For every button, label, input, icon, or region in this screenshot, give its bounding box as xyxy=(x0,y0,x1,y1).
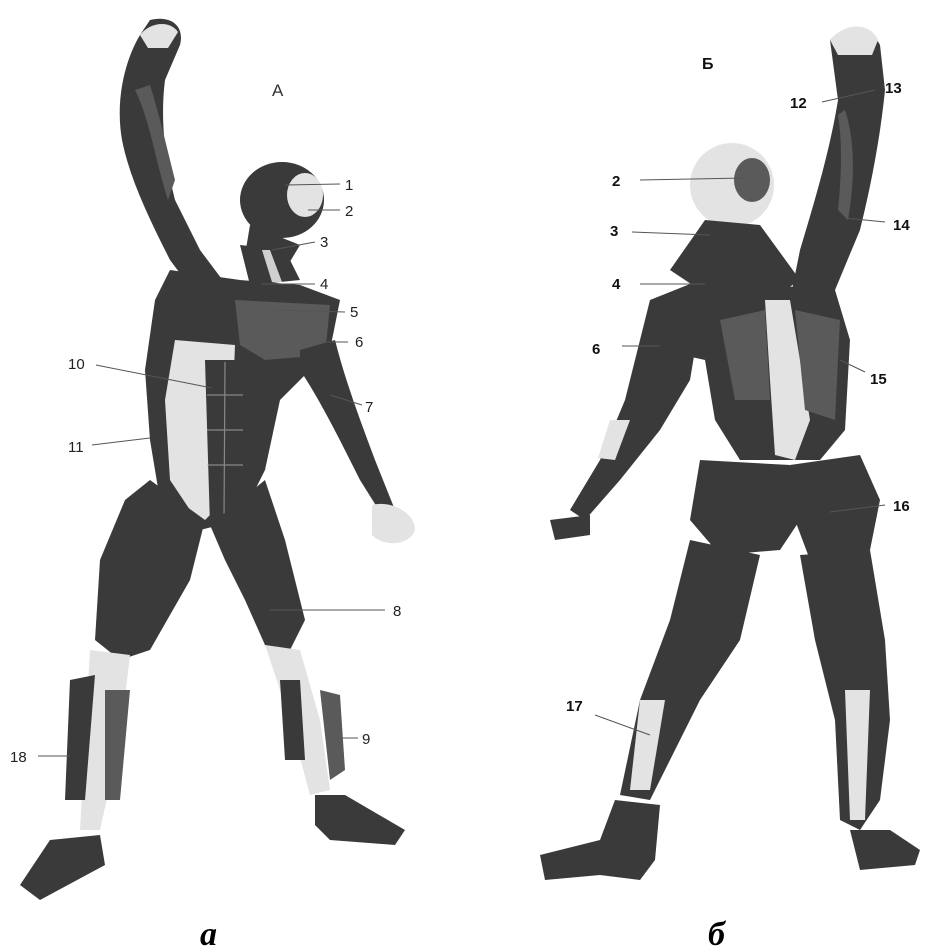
posterior-view-heading: Б xyxy=(702,56,714,73)
posterior-label-3: 3 xyxy=(610,223,618,240)
anterior-label-8: 8 xyxy=(393,603,401,620)
anterior-label-4: 4 xyxy=(320,276,328,293)
anterior-label-3: 3 xyxy=(320,234,328,251)
posterior-label-14: 14 xyxy=(893,217,910,234)
posterior-label-15: 15 xyxy=(870,371,887,388)
anterior-label-11: 11 xyxy=(68,439,84,456)
anterior-figure xyxy=(20,19,415,900)
anterior-label-9: 9 xyxy=(362,731,370,748)
posterior-label-6: 6 xyxy=(592,341,600,358)
posterior-figure xyxy=(540,27,920,881)
posterior-label-17: 17 xyxy=(566,698,583,715)
posterior-label-12: 12 xyxy=(790,95,807,112)
posterior-label-13: 13 xyxy=(885,80,902,97)
anterior-view-heading: А xyxy=(272,81,284,100)
posterior-label-4: 4 xyxy=(612,276,621,293)
anterior-label-1: 1 xyxy=(345,177,353,194)
anterior-label-2: 2 xyxy=(345,203,353,220)
anterior-label-7: 7 xyxy=(365,399,373,416)
anterior-label-10: 10 xyxy=(68,356,85,373)
anterior-label-18: 18 xyxy=(10,749,27,766)
anterior-label-6: 6 xyxy=(355,334,363,351)
posterior-caption: б xyxy=(708,916,727,951)
anterior-label-5: 5 xyxy=(350,304,358,321)
anterior-caption: а xyxy=(200,916,217,951)
posterior-label-2: 2 xyxy=(612,173,620,190)
posterior-label-16: 16 xyxy=(893,498,910,515)
